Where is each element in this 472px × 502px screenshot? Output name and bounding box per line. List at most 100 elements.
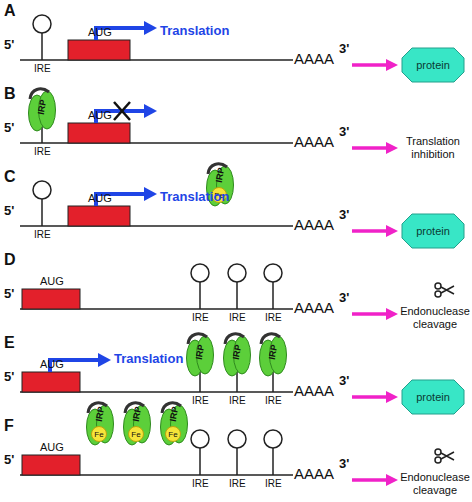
ire-label: IRE: [192, 312, 209, 323]
irp-arm: [30, 89, 49, 99]
five-prime-end: 5': [4, 38, 14, 52]
cleavage-label: Endonuclease cleavage: [398, 305, 472, 331]
five-prime-end: 5': [4, 370, 14, 384]
poly-a-tail: AAAA: [294, 300, 334, 317]
outcome-arrow: [352, 312, 388, 316]
start-codon-label: AUG: [88, 26, 112, 38]
scissors-blades: [441, 452, 454, 460]
translation-label: Translation: [160, 190, 229, 204]
scissors-ring: [435, 283, 441, 289]
arrow-head: [386, 474, 398, 486]
iron-atom: Fe: [91, 426, 107, 442]
octagon-outline: [402, 214, 464, 248]
start-codon-label: AUG: [40, 441, 64, 453]
scissors-icon: [435, 283, 454, 297]
ire-stem: [199, 282, 201, 309]
iron-label: Fe: [165, 426, 181, 442]
ire-loop: [228, 264, 246, 282]
mrna-line: [20, 59, 293, 61]
three-prime-end: 3': [339, 125, 349, 139]
outcome-label: Translation inhibition: [398, 135, 468, 161]
irp-protein: IRP: [222, 330, 252, 378]
ire-label: IRE: [229, 478, 246, 489]
arrow-head: [386, 308, 398, 320]
iron-circle: [92, 427, 107, 442]
ire-loop: [228, 430, 246, 448]
ire-label: IRE: [265, 312, 282, 323]
arrow-head: [144, 187, 157, 201]
protein-label: protein: [402, 48, 464, 82]
scissors-ring: [435, 457, 441, 463]
arrow-head: [386, 59, 398, 71]
outcome-arrow: [352, 229, 388, 233]
panel-letter: E: [4, 334, 15, 352]
protein-label: protein: [402, 380, 464, 414]
outcome-arrow: [352, 146, 388, 150]
three-prime-end: 3': [339, 457, 349, 471]
ire-label: IRE: [34, 229, 51, 240]
iron-circle: [166, 427, 181, 442]
coding-region: [68, 40, 130, 60]
outcome-arrow: [352, 63, 388, 67]
irp-protein: IRP: [185, 330, 215, 378]
start-codon-label: AUG: [88, 109, 112, 121]
ire-label: IRE: [265, 478, 282, 489]
cleavage-label: Endonuclease cleavage: [398, 471, 472, 497]
scissors-blades: [441, 286, 454, 294]
ire-loop: [191, 264, 209, 282]
five-prime-end: 5': [4, 287, 14, 301]
scissors-icon: [435, 449, 454, 463]
panel-letter: B: [4, 85, 16, 103]
arrow-head: [98, 353, 111, 367]
irp-protein: IRP: [258, 330, 288, 378]
five-prime-end: 5': [4, 204, 14, 218]
poly-a-tail: AAAA: [294, 51, 334, 68]
ire-label: IRE: [34, 146, 51, 157]
three-prime-end: 3': [339, 42, 349, 56]
irp-arm: [225, 334, 244, 344]
start-codon-label: AUG: [40, 358, 64, 370]
arrow-head: [144, 21, 157, 35]
ire-label: IRE: [192, 478, 209, 489]
ire-label: IRE: [229, 395, 246, 406]
ire-loop: [264, 264, 282, 282]
ire-stem: [272, 448, 274, 475]
ire-stem: [272, 282, 274, 309]
octagon-outline: [402, 48, 464, 82]
ire-stem: [236, 448, 238, 475]
outcome-arrow: [352, 395, 388, 399]
scissors-ring: [435, 291, 441, 297]
five-prime-end: 5': [4, 121, 14, 135]
coding-region: [68, 206, 130, 226]
octagon-outline: [402, 380, 464, 414]
irp-protein: IRP: [27, 85, 57, 133]
irp-protein: IRPFe: [85, 399, 115, 447]
arrow-head: [386, 142, 398, 154]
ire-label: IRE: [229, 312, 246, 323]
protein-label: protein: [402, 214, 464, 248]
three-prime-end: 3': [339, 291, 349, 305]
irp-protein: IRPFe: [159, 399, 189, 447]
coding-region: [22, 289, 80, 309]
iron-label: Fe: [128, 426, 144, 442]
panel-letter: F: [4, 417, 14, 435]
arrow-head: [386, 391, 398, 403]
outcome-arrow: [352, 478, 388, 482]
poly-a-tail: AAAA: [294, 217, 334, 234]
irp-arm: [188, 334, 207, 344]
coding-region: [22, 455, 80, 475]
coding-region: [68, 123, 130, 143]
iron-atom: Fe: [128, 426, 144, 442]
block-cross: [114, 102, 130, 120]
protein-octagon: protein: [402, 380, 464, 414]
panel-letter: D: [4, 251, 16, 269]
translation-label: Translation: [160, 24, 229, 38]
five-prime-end: 5': [4, 453, 14, 467]
arrow-head: [386, 225, 398, 237]
poly-a-tail: AAAA: [294, 134, 334, 151]
iron-circle: [129, 427, 144, 442]
arrow-head: [144, 104, 157, 118]
ire-label: IRE: [192, 395, 209, 406]
iron-atom: Fe: [165, 426, 181, 442]
